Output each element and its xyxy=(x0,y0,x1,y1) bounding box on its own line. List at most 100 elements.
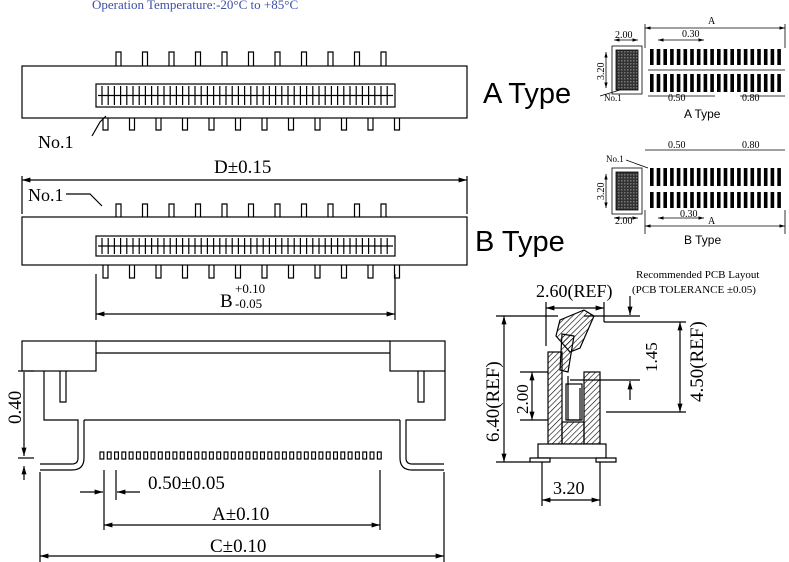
pcb-pad xyxy=(757,49,761,65)
pcb-pad xyxy=(703,74,708,92)
pcb-pad xyxy=(696,168,701,186)
pin-lead xyxy=(367,265,374,279)
pcb-pad xyxy=(750,74,755,92)
pcb-pad xyxy=(670,168,674,186)
front-pin xyxy=(187,451,193,460)
pin-lead xyxy=(380,51,387,66)
pcb-pad xyxy=(696,74,701,92)
front-pin xyxy=(260,451,266,460)
b-type-contacts xyxy=(98,238,393,254)
front-pin xyxy=(179,451,185,460)
a-type-no1-label: No.1 xyxy=(38,132,74,152)
pcb-pad xyxy=(676,49,681,65)
pcb-pad xyxy=(717,168,721,186)
pcb-pad xyxy=(730,74,734,92)
pcb-pad xyxy=(656,49,661,65)
pin-lead xyxy=(247,51,255,66)
front-pin xyxy=(113,451,119,460)
pcb-pad xyxy=(663,74,667,92)
pin-lead xyxy=(115,203,122,217)
b-type-heading: B Type xyxy=(475,226,565,258)
pcb-b-dim-030: 0.30 xyxy=(680,209,698,220)
front-pin xyxy=(165,451,171,460)
pin-lead xyxy=(380,203,387,217)
front-view xyxy=(18,340,446,562)
pin-lead xyxy=(340,118,348,131)
pin-lead xyxy=(261,118,268,131)
pcb-pad xyxy=(763,74,768,92)
a-type-heading: A Type xyxy=(483,78,572,110)
pcb-pad xyxy=(676,192,681,208)
pin-lead xyxy=(141,51,149,66)
pcb-b-dim-320: 3.20 xyxy=(596,183,607,201)
front-pin xyxy=(318,451,324,460)
pin-lead xyxy=(115,51,122,66)
pcb-a-dim-030: 0.30 xyxy=(682,29,700,40)
pin-lead xyxy=(208,265,215,279)
pin-lead xyxy=(128,118,136,131)
dim145-label: 1.45 xyxy=(642,342,661,372)
front-pin xyxy=(376,451,382,460)
pin-lead xyxy=(327,51,334,66)
pcb-pad xyxy=(656,168,661,186)
pin-lead xyxy=(208,118,215,131)
front-pin xyxy=(274,451,280,460)
pcb-pad xyxy=(723,192,728,208)
pcb-pad xyxy=(737,168,741,186)
pin-lead xyxy=(155,265,162,279)
front-pin xyxy=(128,451,134,460)
pin-lead xyxy=(367,118,374,131)
pcb-pad xyxy=(757,74,761,92)
front-pin xyxy=(99,451,105,460)
pcb-pad xyxy=(777,74,781,92)
pin-lead xyxy=(194,203,202,217)
pin-lead xyxy=(221,203,228,217)
pcb-pad xyxy=(770,192,775,208)
front-pin xyxy=(311,451,317,460)
pcb-pad xyxy=(717,192,721,208)
pin-lead xyxy=(327,203,334,217)
ref640-label: 6.40(REF) xyxy=(483,361,504,442)
pcb-a-no1: No.1 xyxy=(604,93,622,103)
pcb-pad xyxy=(710,49,714,65)
front-pin xyxy=(150,451,156,460)
pcb-pad xyxy=(717,49,721,65)
pcb-pad xyxy=(696,49,701,65)
pitch-label: 0.50±0.05 xyxy=(148,473,225,494)
pcb-pad xyxy=(763,49,768,65)
pcb-pad xyxy=(650,74,654,92)
pcb-pad xyxy=(676,74,681,92)
a-type-top-view xyxy=(21,51,468,137)
pcb-pad xyxy=(730,192,734,208)
cross-section-view xyxy=(496,296,686,506)
pcb-pad xyxy=(737,74,741,92)
pcb-pad xyxy=(757,168,761,186)
front-pin xyxy=(216,451,222,460)
pcb-pad xyxy=(650,192,654,208)
pcb-b-type-caption: B Type xyxy=(684,233,722,247)
pin-lead xyxy=(300,203,308,217)
pin-lead xyxy=(261,265,268,279)
pin-lead xyxy=(221,51,228,66)
pcb-pad xyxy=(663,49,667,65)
pcb-pad xyxy=(730,49,734,65)
b-type-top-pins xyxy=(115,203,387,217)
pin-lead xyxy=(353,203,361,217)
pin-lead xyxy=(340,265,348,279)
pin-lead xyxy=(393,118,401,131)
b-type-no1-label: No.1 xyxy=(28,185,64,205)
pcb-pad xyxy=(750,168,755,186)
pcb-pad xyxy=(650,49,654,65)
pcb-b-dim-a: A xyxy=(708,216,716,227)
b-tolerance-minus: -0.05 xyxy=(235,296,262,311)
pcb-pad xyxy=(683,74,688,92)
front-pin xyxy=(296,451,302,460)
pin-lead xyxy=(234,265,242,279)
front-pin xyxy=(172,451,178,460)
a-type-no1-leader xyxy=(91,115,107,137)
front-pin xyxy=(289,451,295,460)
front-pin xyxy=(230,451,236,460)
pin-lead xyxy=(353,51,361,66)
b-type-body xyxy=(21,216,468,266)
